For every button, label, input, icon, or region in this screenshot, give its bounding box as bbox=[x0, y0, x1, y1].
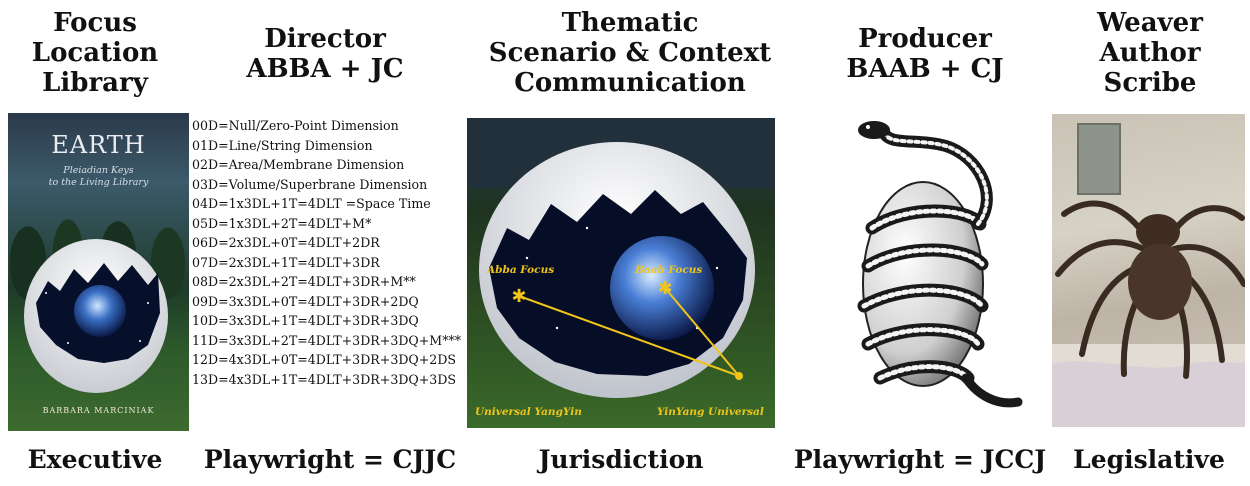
book-title: EARTH bbox=[51, 131, 146, 159]
book-subtitle: Pleiadian Keys to the Living Library bbox=[8, 165, 189, 189]
dimension-item: 10D=3x3DL+1T=4DLT+3DR+3DQ bbox=[192, 313, 419, 328]
heading-line: Producer bbox=[858, 24, 992, 54]
dimension-item: 11D=3x3DL+2T=4DLT+3DR+3DQ+M*** bbox=[192, 332, 462, 348]
book-author: BARBARA MARCINIAK bbox=[42, 406, 155, 415]
dimension-item: 12D=4x3DL+0T=4DLT+3DR+3DQ+2DS bbox=[192, 352, 457, 367]
svg-text:✱: ✱ bbox=[657, 278, 672, 299]
footer-executive: Executive bbox=[27, 445, 163, 474]
dimension-item: 13D=4x3DL+1T=4DLT+3DR+3DQ+3DS bbox=[192, 371, 457, 387]
dimension-item: 08D=2x3DL+2T=4DLT+3DR+M** bbox=[192, 274, 416, 289]
dimension-item: 03D=Volume/Superbrane Dimension bbox=[192, 176, 428, 192]
abba-focus-label: Abba Focus bbox=[487, 264, 555, 276]
yinyang-universal-label: YinYang Universal bbox=[657, 406, 764, 418]
svg-text:✱: ✱ bbox=[511, 286, 526, 307]
egg-earth-scene: ✱ ✱ Abba Focus Baab Focus Universal Yang… bbox=[467, 118, 775, 428]
cracked-egg-scene-icon: ✱ ✱ bbox=[467, 118, 775, 398]
spider-photo bbox=[1052, 114, 1245, 427]
footer-legislative: Legislative bbox=[1073, 445, 1225, 474]
serpent-egg-engraving bbox=[828, 116, 1028, 430]
heading-line: BAAB + CJ bbox=[846, 54, 1004, 84]
heading-line: Thematic bbox=[561, 8, 699, 38]
dimension-item: 02D=Area/Membrane Dimension bbox=[192, 157, 405, 172]
heading-line: ABBA + JC bbox=[246, 54, 404, 84]
dimension-item: 01D=Line/String Dimension bbox=[192, 137, 373, 153]
heading-weaver: Weaver Author Scribe bbox=[1065, 8, 1235, 98]
dimension-item: 00D=Null/Zero-Point Dimension bbox=[192, 118, 399, 133]
cracked-egg-earth-icon bbox=[24, 239, 168, 393]
universal-yangyin-label: Universal YangYin bbox=[475, 406, 582, 418]
footer-jurisdiction: Jurisdiction bbox=[538, 445, 704, 474]
dimension-item: 05D=1x3DL+2T=4DLT+M* bbox=[192, 215, 372, 231]
footer-playwright-jccj: Playwright = JCCJ bbox=[793, 445, 1047, 474]
dimension-item: 06D=2x3DL+0T=4DLT+2DR bbox=[192, 235, 380, 250]
heading-focus-location-library: Focus Location Library bbox=[20, 8, 170, 98]
heading-line: Scenario & Context bbox=[488, 38, 772, 68]
baab-focus-label: Baab Focus bbox=[635, 264, 703, 276]
heading-line: Weaver bbox=[1097, 8, 1203, 38]
spider-icon bbox=[1052, 123, 1245, 427]
heading-line: Author bbox=[1099, 38, 1201, 68]
heading-line: Communication bbox=[514, 68, 746, 98]
heading-line: Location bbox=[31, 38, 159, 68]
footer-playwright-cjjc: Playwright = CJJC bbox=[203, 445, 457, 474]
dimension-item: 04D=1x3DL+1T=4DLT =Space Time bbox=[192, 196, 431, 211]
heading-line: Library bbox=[42, 68, 148, 98]
book-subtitle-line: Pleiadian Keys bbox=[63, 165, 134, 176]
heading-line: Focus bbox=[53, 8, 137, 38]
serpent-egg-icon bbox=[857, 121, 1023, 408]
heading-line: Director bbox=[264, 24, 386, 54]
book-subtitle-line: to the Living Library bbox=[48, 177, 149, 188]
heading-thematic: Thematic Scenario & Context Communicatio… bbox=[470, 8, 790, 98]
dimension-list: 00D=Null/Zero-Point Dimension 01D=Line/S… bbox=[192, 116, 464, 389]
heading-line: Scribe bbox=[1103, 68, 1197, 98]
dimension-item: 07D=2x3DL+1T=4DLT+3DR bbox=[192, 254, 380, 270]
heading-producer: Producer BAAB + CJ bbox=[830, 24, 1020, 84]
dimension-item: 09D=3x3DL+0T=4DLT+3DR+2DQ bbox=[192, 293, 419, 309]
earth-book-cover: EARTH Pleiadian Keys to the Living Libra… bbox=[8, 113, 189, 431]
heading-director: Director ABBA + JC bbox=[215, 24, 435, 84]
